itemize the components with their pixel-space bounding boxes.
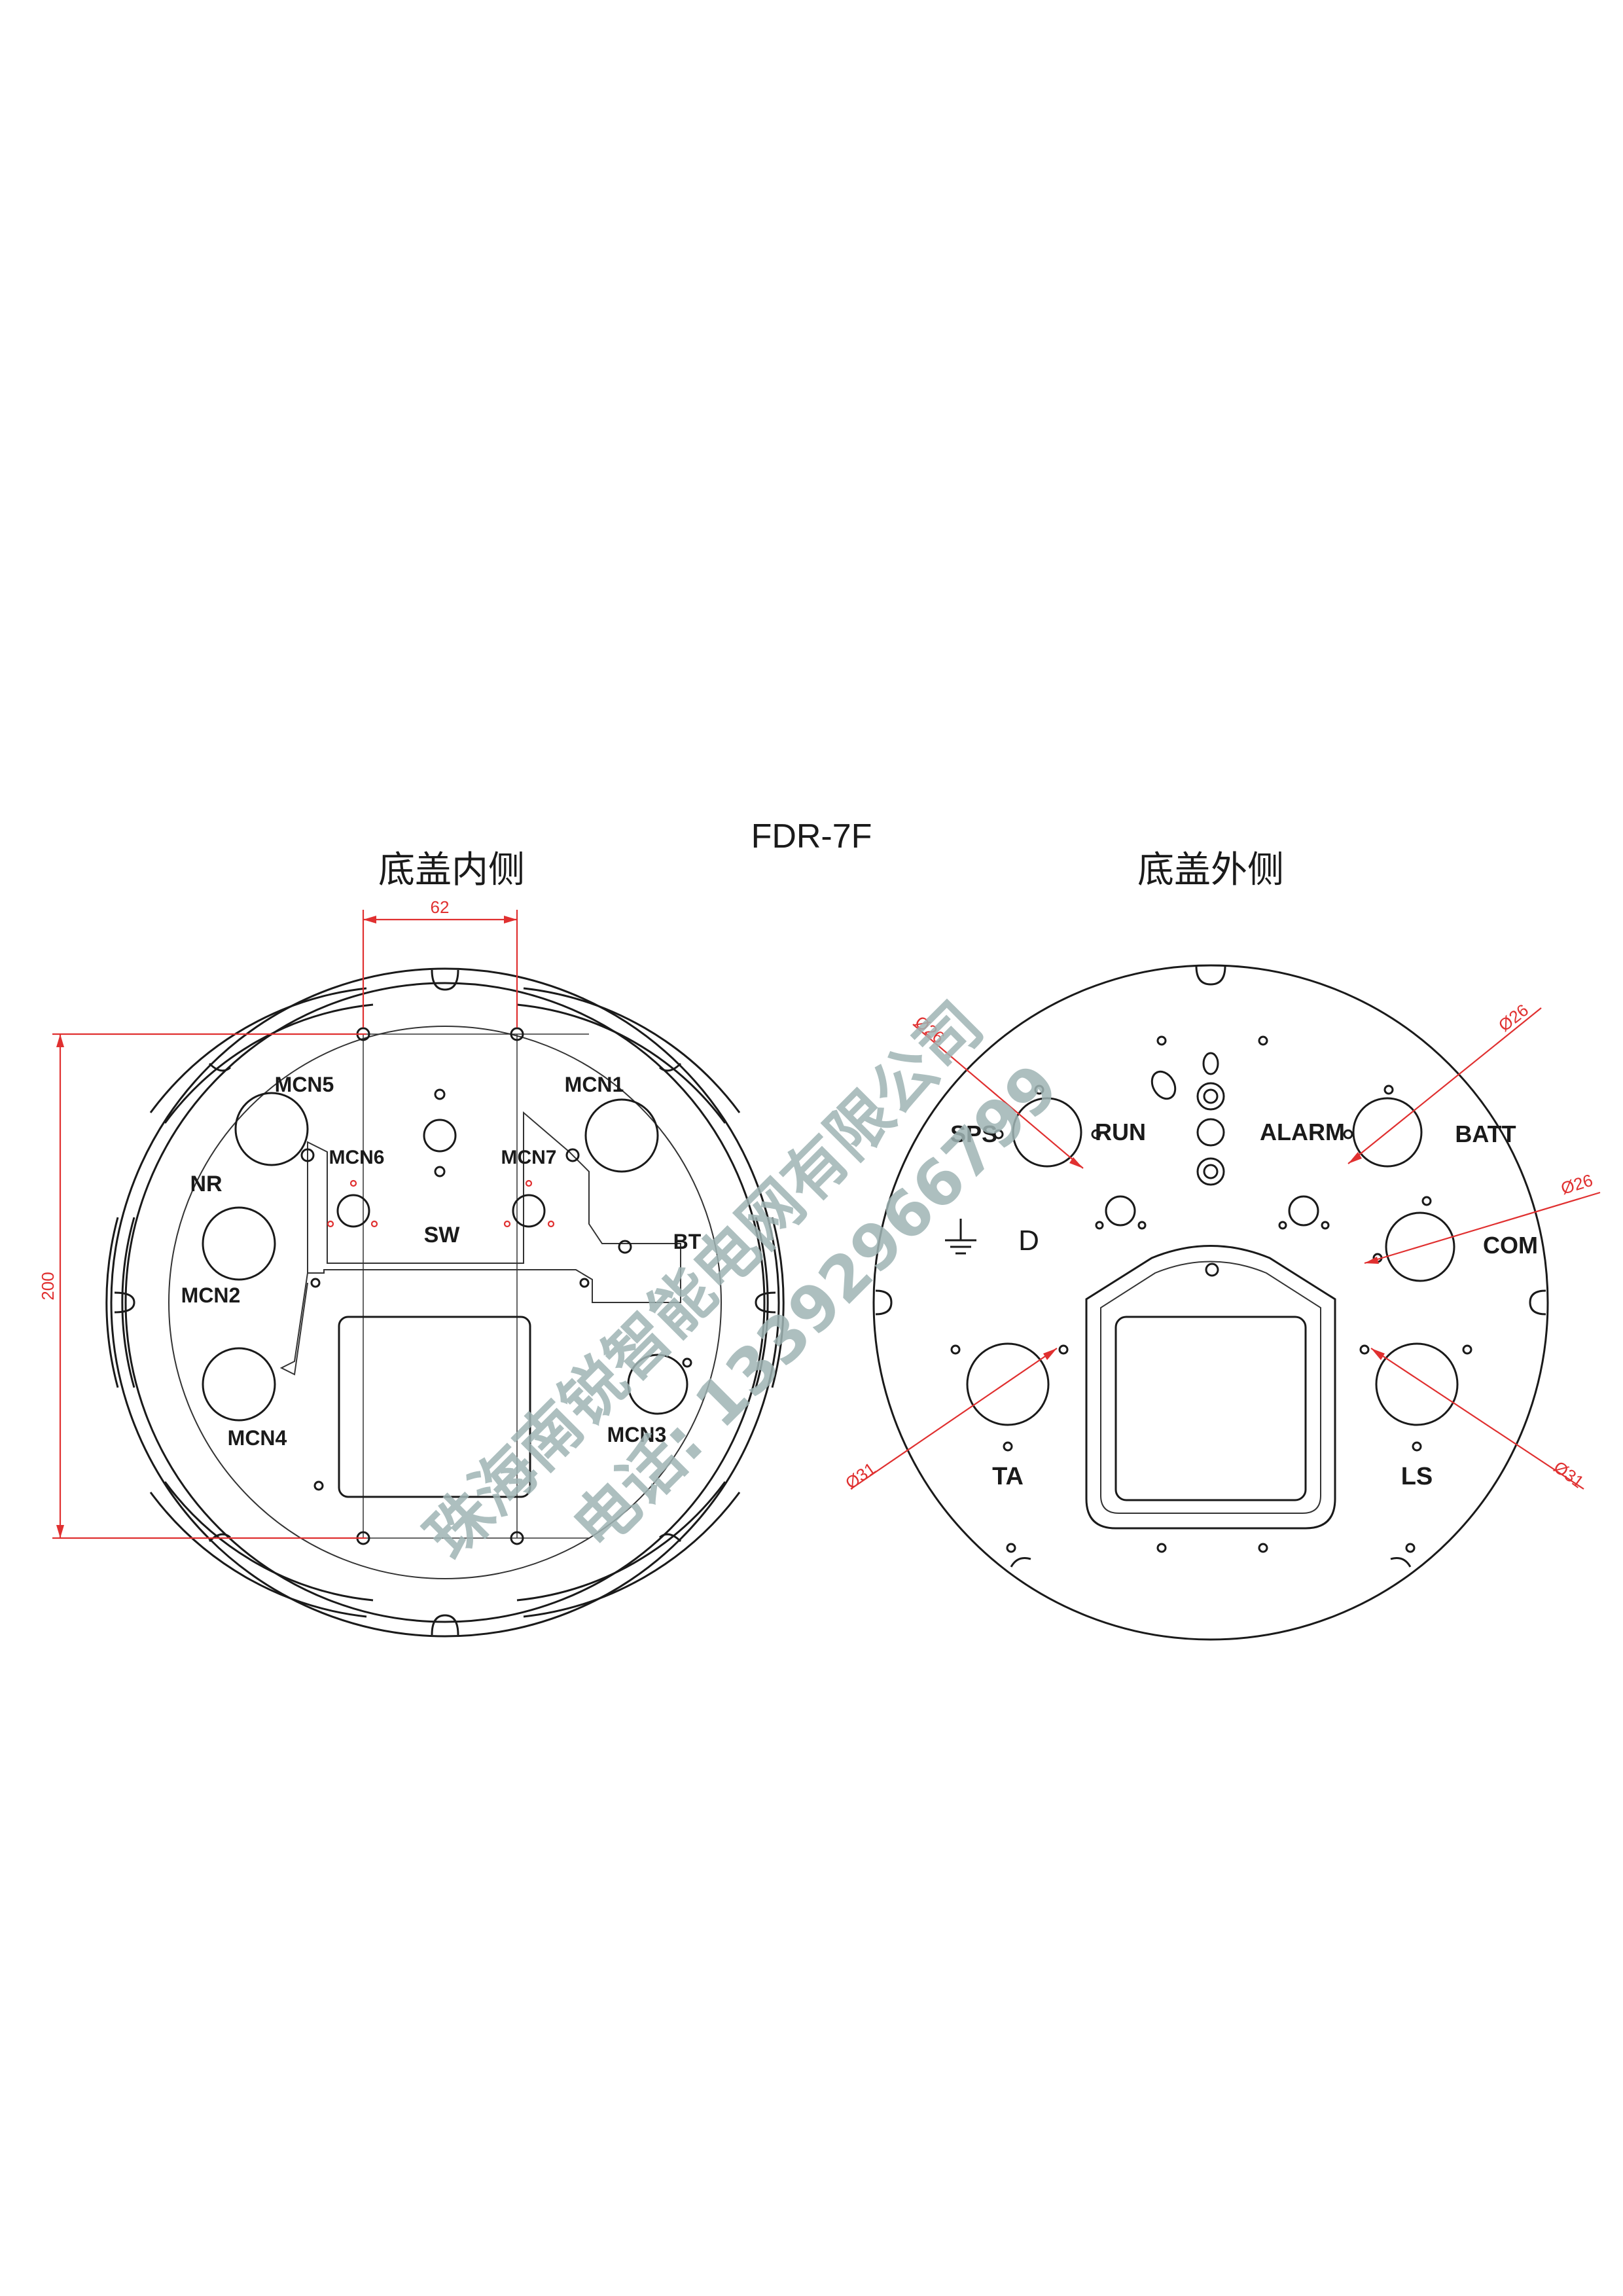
alarm-led-hole bbox=[1288, 1195, 1319, 1227]
mcn3-hole bbox=[627, 1354, 688, 1415]
label-sw: SW bbox=[424, 1223, 461, 1247]
left-rim-notches bbox=[114, 969, 776, 1636]
com-hole bbox=[1385, 1211, 1455, 1282]
ta-hole bbox=[966, 1342, 1050, 1426]
left-square-window bbox=[338, 1316, 531, 1498]
label-batt: BATT bbox=[1455, 1121, 1516, 1147]
label-alarm: ALARM bbox=[1260, 1119, 1345, 1145]
run-led-hole bbox=[1105, 1195, 1136, 1227]
dim-com-value: Ø26 bbox=[1558, 1170, 1595, 1198]
right-outer-plate bbox=[872, 964, 1549, 1641]
mcn6-hole bbox=[336, 1194, 370, 1228]
watermark-company: 珠海南锐智能电网有限公司 bbox=[412, 988, 997, 1573]
mcn5-hole bbox=[234, 1092, 309, 1166]
label-mcn5: MCN5 bbox=[275, 1073, 334, 1096]
mcn4-hole bbox=[202, 1347, 276, 1422]
ground-icon bbox=[945, 1219, 976, 1255]
dim-height-value: 200 bbox=[38, 1272, 58, 1300]
mcn1-hole bbox=[584, 1098, 659, 1173]
left-outer-rim bbox=[110, 967, 780, 1638]
left-rim-inner bbox=[124, 982, 766, 1623]
drawing-title: FDR-7F bbox=[751, 817, 872, 855]
dim-com: Ø26 bbox=[1364, 1170, 1601, 1265]
dim-ta-value: Ø31 bbox=[842, 1458, 879, 1493]
sps-hole bbox=[1012, 1097, 1082, 1168]
nr-hole bbox=[202, 1206, 276, 1281]
left-board-outline bbox=[307, 1111, 681, 1303]
mcn7-hole bbox=[512, 1194, 546, 1228]
right-window-hood-inner bbox=[1100, 1261, 1321, 1514]
right-view-heading: 底盖外侧 bbox=[1137, 849, 1284, 890]
label-ta: TA bbox=[992, 1463, 1024, 1490]
dim-width-value: 62 bbox=[431, 897, 450, 917]
dim-width: 62 bbox=[362, 897, 518, 1028]
label-mcn2: MCN2 bbox=[181, 1283, 241, 1307]
left-rim-slots bbox=[105, 987, 785, 1618]
right-rim-notches bbox=[875, 965, 1546, 1568]
label-mcn3: MCN3 bbox=[607, 1423, 667, 1446]
label-run: RUN bbox=[1095, 1119, 1146, 1145]
right-screw-holes bbox=[950, 1035, 1472, 1553]
left-view-heading: 底盖内侧 bbox=[378, 849, 525, 890]
label-d: D bbox=[1018, 1225, 1039, 1257]
left-board-arm bbox=[279, 1272, 308, 1376]
left-view: 底盖内侧 bbox=[38, 849, 785, 1638]
label-mcn4: MCN4 bbox=[228, 1426, 287, 1450]
label-nr: NR bbox=[190, 1172, 222, 1196]
label-mcn6: MCN6 bbox=[329, 1147, 384, 1168]
label-bt: BT bbox=[673, 1230, 702, 1253]
left-screw-holes bbox=[300, 1027, 692, 1545]
dim-ls-value: Ø31 bbox=[1550, 1457, 1588, 1492]
right-window-hood bbox=[1085, 1245, 1336, 1530]
ls-hole bbox=[1375, 1342, 1459, 1426]
label-mcn7: MCN7 bbox=[501, 1147, 556, 1168]
label-sps: SPS bbox=[950, 1121, 997, 1147]
dim-height: 200 bbox=[38, 1033, 366, 1539]
label-mcn1: MCN1 bbox=[565, 1073, 624, 1096]
left-led-marks bbox=[327, 1179, 555, 1228]
right-indicator-column bbox=[1150, 1052, 1225, 1186]
left-inner-plate bbox=[168, 1026, 722, 1579]
dim-batt-value: Ø26 bbox=[1495, 1000, 1532, 1035]
right-view: 底盖外侧 bbox=[842, 849, 1601, 1641]
right-square-window bbox=[1115, 1316, 1307, 1501]
label-ls: LS bbox=[1401, 1463, 1433, 1490]
sw-hole bbox=[423, 1119, 457, 1153]
label-com: COM bbox=[1483, 1232, 1538, 1259]
batt-hole bbox=[1352, 1097, 1423, 1168]
